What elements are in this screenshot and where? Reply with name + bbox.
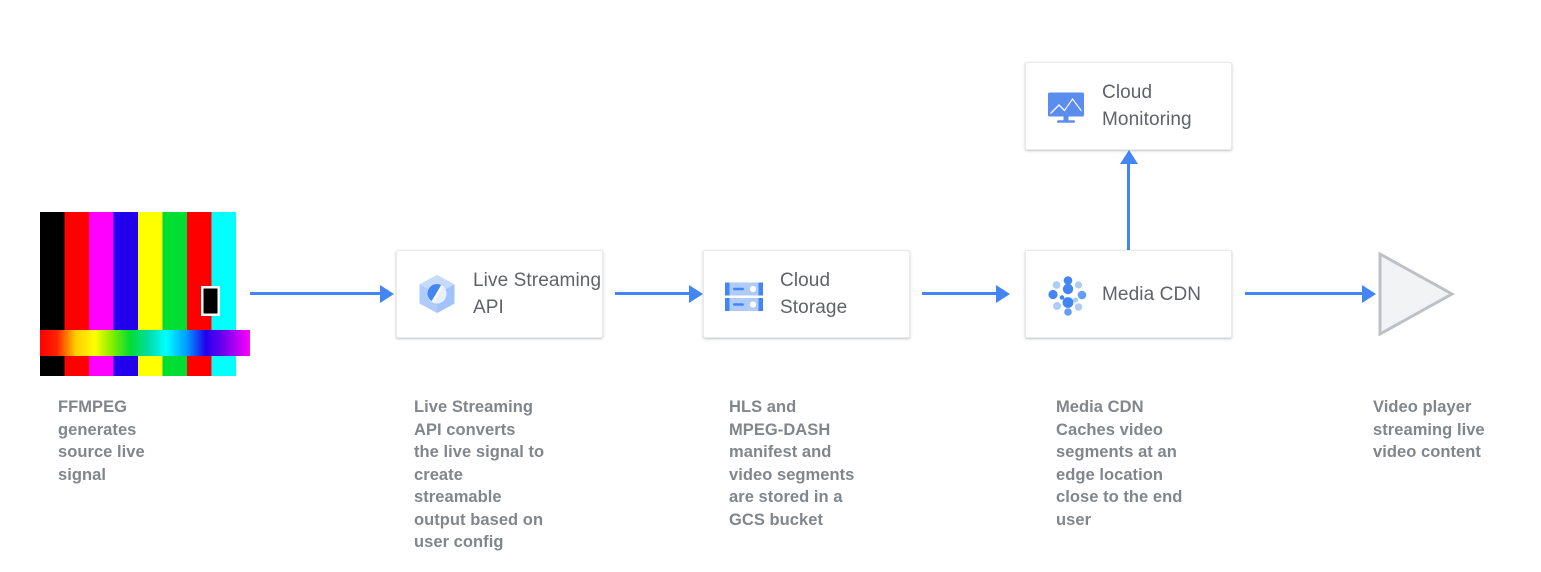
node-label-cloud-storage: Cloud Storage	[780, 270, 848, 318]
connector-ffmpeg-to-live-streaming-api	[250, 292, 381, 295]
media-cdn-icon	[1044, 272, 1088, 316]
tv-test-pattern-icon	[40, 212, 250, 376]
node-cloud-storage[interactable]: Cloud Storage	[703, 250, 910, 338]
node-label-cloud-monitoring: Cloud Monitoring	[1102, 82, 1192, 130]
connector-cloud-storage-to-media-cdn	[922, 292, 997, 295]
caption-cloud-storage: HLS and MPEG-DASH manifest and video seg…	[729, 398, 855, 529]
cloud-storage-icon	[722, 272, 766, 316]
node-media-cdn[interactable]: Media CDN	[1025, 250, 1232, 338]
caption-video-player: Video player streaming live video conten…	[1373, 398, 1485, 461]
cloud-monitoring-icon	[1044, 84, 1088, 128]
connector-media-cdn-to-cloud-monitoring	[1127, 163, 1130, 251]
play-triangle-icon	[1376, 250, 1456, 338]
node-live-streaming-api[interactable]: Live Streaming API	[396, 250, 603, 338]
node-label-media-cdn: Media CDN	[1102, 283, 1202, 305]
connector-live-streaming-api-to-cloud-storage	[615, 292, 690, 295]
caption-live-streaming-api: Live Streaming API converts the live sig…	[414, 398, 545, 551]
node-cloud-monitoring[interactable]: Cloud Monitoring	[1025, 62, 1232, 150]
caption-media-cdn: Media CDN Caches video segments at an ed…	[1056, 398, 1183, 529]
node-label-live-streaming-api: Live Streaming API	[473, 270, 602, 318]
caption-ffmpeg-source: FFMPEG generates source live signal	[58, 398, 145, 484]
live-streaming-api-icon	[415, 272, 459, 316]
connector-media-cdn-to-video-player	[1245, 292, 1363, 295]
